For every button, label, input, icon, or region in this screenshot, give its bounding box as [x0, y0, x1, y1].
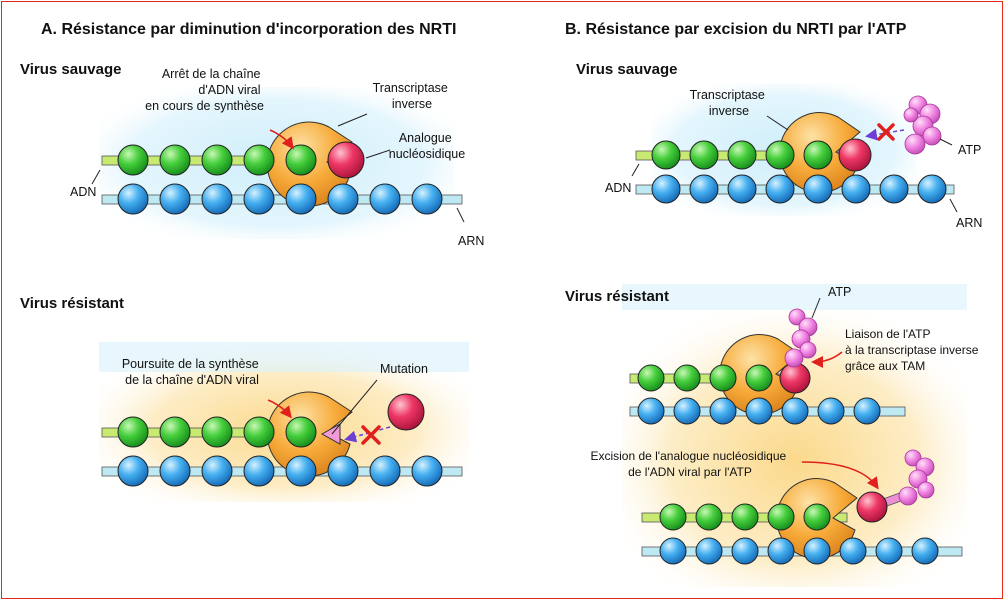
analog-nucleoside-rejected	[387, 393, 425, 431]
panel-a-wild-heading: Virus sauvage	[20, 61, 121, 78]
analog-nucleoside	[327, 141, 365, 179]
atp-molecule-icon	[903, 95, 942, 155]
panel-b-dna-label: ADN	[605, 181, 631, 195]
panel-b-binding-strands	[629, 334, 906, 425]
panel-a-title: A. Résistance par diminution d'incorpora…	[41, 21, 456, 38]
glow-a-resistant-top	[99, 342, 469, 372]
panel-b-binding-label: Liaison de l'ATP à la transcriptase inve…	[845, 327, 982, 373]
panel-a-analog-label: Analogue nucléosidique	[389, 131, 465, 161]
panel-a-dna-label: ADN	[70, 185, 96, 199]
cross-icon	[877, 123, 895, 141]
panel-a-continue-label: Poursuite de la synthèse de la chaîne d'…	[122, 357, 262, 387]
panel-a-wild-strands	[101, 121, 463, 215]
panel-b-wild-heading: Virus sauvage	[576, 61, 677, 78]
panel-a-chain-stop-label: Arrêt de la chaîne d'ADN viral en cours …	[145, 67, 264, 113]
glow-b-resistant-top	[622, 284, 967, 310]
panel-b-atp-label: ATP	[958, 143, 981, 157]
atp-molecule-icon	[784, 308, 818, 368]
panel-b-rt-label: Transcriptase inverse	[690, 88, 769, 118]
panel-b-resistant-heading: Virus résistant	[565, 288, 669, 305]
mutation-triangle	[320, 423, 341, 445]
panel-b-excision-label: Excision de l'analogue nucléosidique de …	[590, 449, 789, 479]
panel-b-atp-label-2: ATP	[828, 285, 851, 299]
panel-b-excision-strands	[641, 478, 963, 565]
panel-b-title: B. Résistance par excision du NRTI par l…	[565, 21, 907, 38]
panel-b-rna-label: ARN	[956, 216, 982, 230]
panel-a-mutation-label: Mutation	[380, 362, 428, 376]
panel-a-resistant-heading: Virus résistant	[20, 295, 124, 312]
atp-molecule-icon	[898, 449, 935, 506]
cross-icon	[361, 425, 381, 445]
panel-b-wild-strands	[635, 112, 955, 204]
panel-a-rna-label: ARN	[458, 234, 484, 248]
panel-a-rt-label: Transcriptase inverse	[373, 81, 452, 111]
